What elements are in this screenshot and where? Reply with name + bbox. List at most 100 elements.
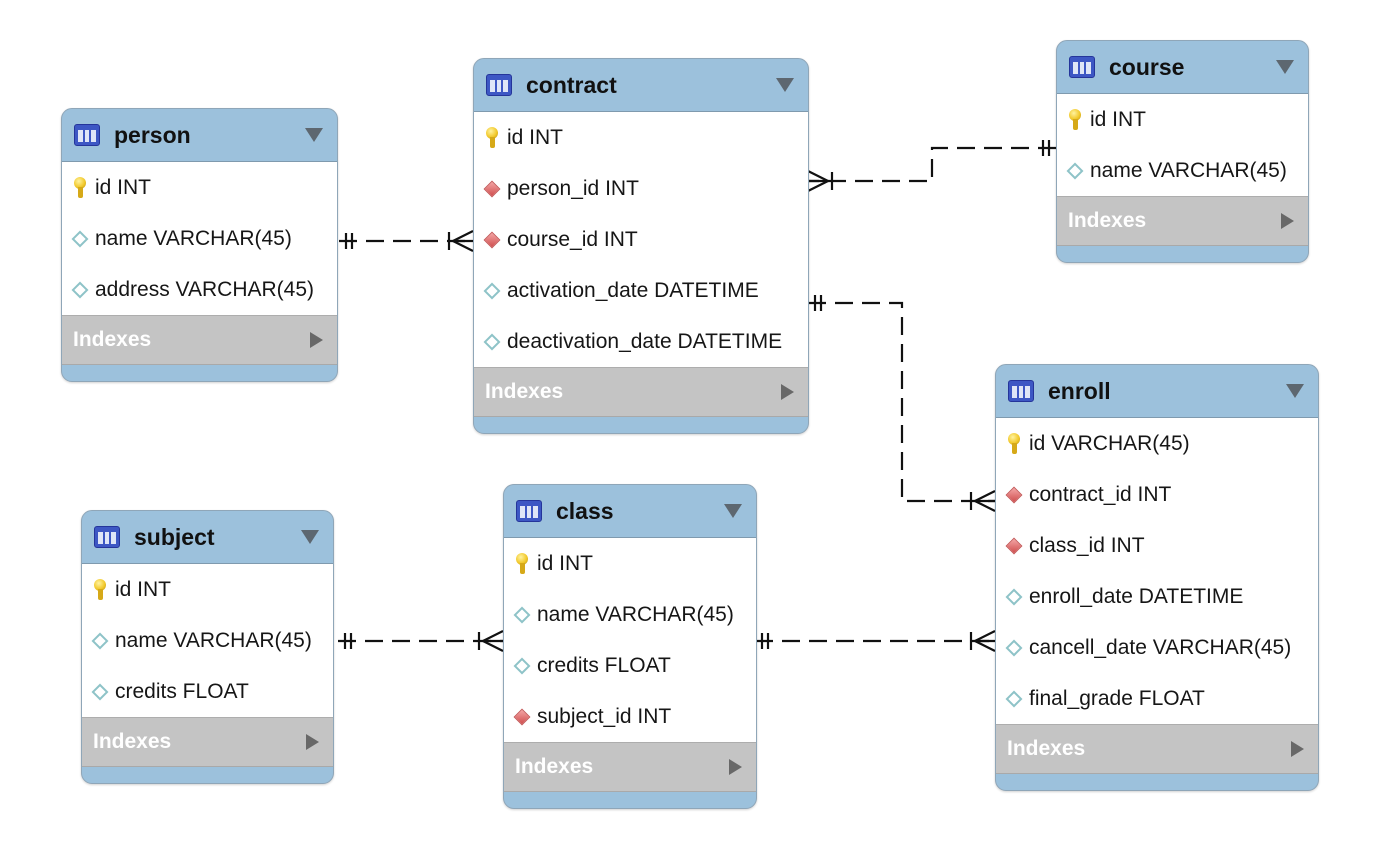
column-list: id INT person_id INT course_id INT activ… bbox=[474, 112, 808, 367]
column-label: credits FLOAT bbox=[115, 679, 249, 703]
table-enroll[interactable]: enroll id VARCHAR(45) contract_id INT cl… bbox=[995, 364, 1319, 791]
column-row[interactable]: name VARCHAR(45) bbox=[62, 213, 337, 264]
indexes-section[interactable]: Indexes bbox=[996, 724, 1318, 774]
indexes-section[interactable]: Indexes bbox=[504, 742, 756, 792]
column-row[interactable]: id INT bbox=[474, 112, 808, 163]
indexes-label: Indexes bbox=[73, 328, 152, 351]
relationship-line bbox=[808, 301, 995, 503]
indexes-section[interactable]: Indexes bbox=[1057, 196, 1308, 246]
table-header[interactable]: class bbox=[504, 485, 756, 538]
column-row[interactable]: subject_id INT bbox=[504, 691, 756, 742]
expand-arrow-icon[interactable] bbox=[781, 384, 794, 400]
dropdown-arrow-icon[interactable] bbox=[776, 78, 794, 92]
column-row[interactable]: name VARCHAR(45) bbox=[82, 615, 333, 666]
indexes-section[interactable]: Indexes bbox=[62, 315, 337, 365]
table-subject[interactable]: subject id INT name VARCHAR(45) credits … bbox=[81, 510, 334, 784]
column-row[interactable]: id INT bbox=[504, 538, 756, 589]
column-row[interactable]: activation_date DATETIME bbox=[474, 265, 808, 316]
column-row[interactable]: credits FLOAT bbox=[82, 666, 333, 717]
column-label: id INT bbox=[507, 125, 564, 149]
table-footer bbox=[996, 774, 1318, 790]
column-label: course_id INT bbox=[507, 227, 638, 251]
column-icon bbox=[483, 333, 501, 350]
column-row[interactable]: name VARCHAR(45) bbox=[504, 589, 756, 640]
table-icon bbox=[516, 500, 542, 522]
table-icon bbox=[486, 74, 512, 96]
column-label: address VARCHAR(45) bbox=[95, 277, 315, 301]
column-row[interactable]: id INT bbox=[62, 162, 337, 213]
expand-arrow-icon[interactable] bbox=[729, 759, 742, 775]
table-footer bbox=[62, 365, 337, 381]
table-header[interactable]: subject bbox=[82, 511, 333, 564]
table-icon bbox=[94, 526, 120, 548]
column-row[interactable]: id INT bbox=[82, 564, 333, 615]
dropdown-arrow-icon[interactable] bbox=[724, 504, 742, 518]
dropdown-arrow-icon[interactable] bbox=[301, 530, 319, 544]
dropdown-arrow-icon[interactable] bbox=[1276, 60, 1294, 74]
table-name: person bbox=[114, 121, 191, 148]
expand-arrow-icon[interactable] bbox=[1281, 213, 1294, 229]
column-row[interactable]: final_grade FLOAT bbox=[996, 673, 1318, 724]
table-person[interactable]: person id INT name VARCHAR(45) address V… bbox=[61, 108, 338, 382]
table-footer bbox=[82, 767, 333, 783]
column-row[interactable]: contract_id INT bbox=[996, 469, 1318, 520]
column-label: id INT bbox=[95, 175, 152, 199]
column-row[interactable]: name VARCHAR(45) bbox=[1057, 145, 1308, 196]
indexes-label: Indexes bbox=[485, 380, 564, 403]
column-row[interactable]: person_id INT bbox=[474, 163, 808, 214]
table-course[interactable]: course id INT name VARCHAR(45) Indexes bbox=[1056, 40, 1309, 263]
table-name: class bbox=[556, 497, 614, 524]
indexes-label: Indexes bbox=[93, 730, 172, 753]
column-row[interactable]: enroll_date DATETIME bbox=[996, 571, 1318, 622]
indexes-section[interactable]: Indexes bbox=[474, 367, 808, 417]
table-footer bbox=[504, 792, 756, 808]
primary-key-icon bbox=[485, 126, 499, 149]
table-footer bbox=[474, 417, 808, 433]
dropdown-arrow-icon[interactable] bbox=[305, 128, 323, 142]
foreign-key-icon bbox=[483, 180, 501, 197]
foreign-key-icon bbox=[1005, 537, 1023, 554]
column-list: id VARCHAR(45) contract_id INT class_id … bbox=[996, 418, 1318, 724]
table-class[interactable]: class id INT name VARCHAR(45) credits FL… bbox=[503, 484, 757, 809]
column-row[interactable]: course_id INT bbox=[474, 214, 808, 265]
column-label: name VARCHAR(45) bbox=[537, 602, 734, 626]
primary-key-icon bbox=[93, 578, 107, 601]
column-row[interactable]: deactivation_date DATETIME bbox=[474, 316, 808, 367]
column-icon bbox=[1005, 588, 1023, 605]
column-label: id VARCHAR(45) bbox=[1029, 431, 1190, 455]
table-header[interactable]: contract bbox=[474, 59, 808, 112]
column-label: id INT bbox=[537, 551, 594, 575]
column-row[interactable]: credits FLOAT bbox=[504, 640, 756, 691]
column-label: contract_id INT bbox=[1029, 482, 1172, 506]
column-label: activation_date DATETIME bbox=[507, 278, 759, 302]
column-icon bbox=[71, 230, 89, 247]
table-header[interactable]: person bbox=[62, 109, 337, 162]
relationship-line bbox=[808, 146, 1056, 183]
column-list: id INT name VARCHAR(45) credits FLOAT su… bbox=[504, 538, 756, 742]
foreign-key-icon bbox=[483, 231, 501, 248]
crows-foot-marker bbox=[482, 630, 504, 642]
table-name: contract bbox=[526, 71, 617, 98]
column-row[interactable]: address VARCHAR(45) bbox=[62, 264, 337, 315]
table-contract[interactable]: contract id INT person_id INT course_id … bbox=[473, 58, 809, 434]
column-icon bbox=[1066, 162, 1084, 179]
column-label: enroll_date DATETIME bbox=[1029, 584, 1244, 608]
crows-foot-marker bbox=[807, 180, 829, 192]
column-row[interactable]: cancell_date VARCHAR(45) bbox=[996, 622, 1318, 673]
crows-foot-marker bbox=[452, 240, 474, 252]
table-header[interactable]: enroll bbox=[996, 365, 1318, 418]
column-row[interactable]: id INT bbox=[1057, 94, 1308, 145]
dropdown-arrow-icon[interactable] bbox=[1286, 384, 1304, 398]
table-icon bbox=[1008, 380, 1034, 402]
expand-arrow-icon[interactable] bbox=[310, 332, 323, 348]
column-row[interactable]: class_id INT bbox=[996, 520, 1318, 571]
table-header[interactable]: course bbox=[1057, 41, 1308, 94]
column-label: person_id INT bbox=[507, 176, 639, 200]
column-icon bbox=[513, 657, 531, 674]
expand-arrow-icon[interactable] bbox=[306, 734, 319, 750]
table-icon bbox=[1069, 56, 1095, 78]
indexes-section[interactable]: Indexes bbox=[82, 717, 333, 767]
column-row[interactable]: id VARCHAR(45) bbox=[996, 418, 1318, 469]
expand-arrow-icon[interactable] bbox=[1291, 741, 1304, 757]
